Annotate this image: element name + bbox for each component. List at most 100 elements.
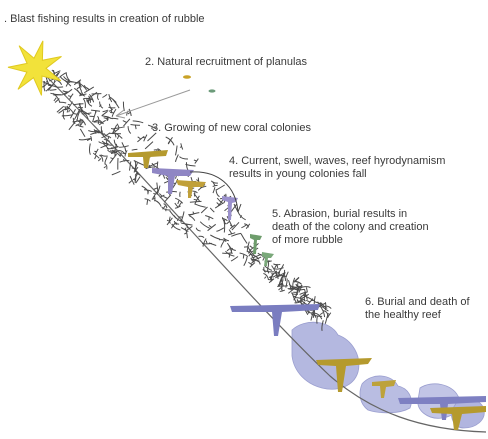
label-step1: . Blast fishing results in creation of r… [4, 13, 205, 26]
rubble-fragment [123, 102, 124, 111]
rubble-fragment [80, 129, 85, 137]
rubble-fragment [217, 185, 225, 190]
rubble-branch [117, 124, 119, 128]
rubble-branch [54, 98, 56, 101]
rubble-fragment [195, 204, 206, 207]
rubble-branch [308, 311, 309, 314]
rubble-fragment [108, 107, 115, 108]
rubble-fragment [200, 222, 209, 229]
rubble-fragment [264, 267, 266, 272]
rubble-pile [40, 70, 331, 331]
rubble-fragment [176, 155, 179, 162]
rubble-fragment [109, 104, 112, 110]
rubble-fragment [210, 208, 214, 212]
rubble-branch [98, 158, 101, 161]
rubble-fragment [50, 90, 57, 91]
rubble-fragment [128, 126, 131, 133]
rubble-fragment [83, 99, 85, 108]
rubble-branch [282, 282, 283, 286]
rubble-branch [209, 225, 212, 227]
rubble-fragment [89, 144, 90, 155]
rubble-branch [249, 254, 250, 256]
rubble-branch [117, 136, 118, 139]
rubble-branch [154, 188, 158, 190]
rubble-fragment [125, 147, 126, 152]
rubble-fragment [59, 102, 66, 103]
rubble-fragment [241, 234, 247, 244]
colony-olive-2 [176, 180, 206, 198]
rubble-branch [194, 160, 197, 161]
rubble-branch [109, 111, 111, 112]
arrows [116, 90, 241, 212]
rubble-fragment [300, 292, 308, 295]
rubble-fragment [58, 81, 62, 85]
rubble-fragment [231, 257, 238, 262]
rubble-branch [147, 200, 148, 205]
rubble-fragment [55, 86, 63, 87]
rubble-branch [306, 300, 310, 302]
rubble-fragment [222, 253, 232, 254]
rubble-fragment [176, 146, 178, 156]
rubble-fragment [244, 257, 247, 266]
rubble-fragment [211, 181, 218, 183]
label-step4: 4. Current, swell, waves, reef hyrodynam… [229, 155, 479, 181]
blast-star-icon [8, 41, 62, 96]
rubble-branch [265, 277, 266, 279]
rubble-branch [320, 313, 323, 315]
rubble-branch [176, 223, 177, 225]
rubble-branch [81, 122, 83, 125]
rubble-fragment [130, 176, 134, 185]
planula-green [209, 89, 216, 92]
rubble-branch [153, 193, 155, 194]
rubble-fragment [63, 91, 69, 92]
rubble-fragment [113, 99, 120, 108]
rubble-fragment [57, 106, 64, 112]
rubble-branch [175, 203, 178, 207]
rubble-fragment [93, 153, 99, 158]
rubble-branch [68, 96, 71, 97]
colony-olive-1 [128, 150, 168, 168]
rubble-branch [243, 255, 244, 259]
planula-yellow [183, 75, 191, 79]
rubble-fragment [132, 149, 138, 150]
rubble-branch [152, 199, 155, 200]
rubble-branch [250, 246, 253, 248]
rubble-branch [191, 177, 192, 182]
rubble-branch [110, 158, 113, 159]
colony-green-1 [250, 234, 262, 254]
rubble-fragment [293, 278, 295, 287]
rubble-fragment [186, 162, 188, 170]
rubble-fragment [179, 157, 188, 159]
label-step6: 6. Burial and death of the healthy reef [365, 296, 487, 322]
rubble-fragment [201, 207, 207, 213]
rubble-fragment [196, 228, 200, 231]
rubble-branch [68, 104, 70, 105]
rubble-fragment [216, 189, 219, 197]
rubble-branch [194, 199, 197, 200]
rubble-fragment [263, 273, 268, 280]
rubble-branch [206, 241, 207, 244]
rubble-fragment [133, 121, 144, 123]
rubble-fragment [221, 240, 225, 248]
rubble-fragment [130, 161, 131, 170]
rubble-fragment [73, 104, 83, 105]
rubble-fragment [213, 187, 215, 193]
label-step2: 2. Natural recruitment of planulas [145, 56, 307, 69]
rubble-fragment [136, 177, 140, 184]
rubble-branch [152, 163, 153, 165]
rubble-fragment [60, 73, 67, 77]
rubble-fragment [102, 94, 107, 97]
rubble-branch [73, 114, 77, 115]
rubble-fragment [189, 216, 195, 221]
rubble-branch [227, 221, 230, 224]
planulas [183, 75, 216, 92]
rubble-branch [95, 156, 97, 159]
rubble-fragment [112, 118, 119, 119]
rubble-fragment [112, 171, 121, 175]
rubble-branch [129, 180, 132, 183]
rubble-branch [178, 201, 179, 204]
rubble-branch [122, 142, 124, 146]
rubble-branch [184, 233, 186, 234]
rubble-fragment [216, 228, 224, 231]
